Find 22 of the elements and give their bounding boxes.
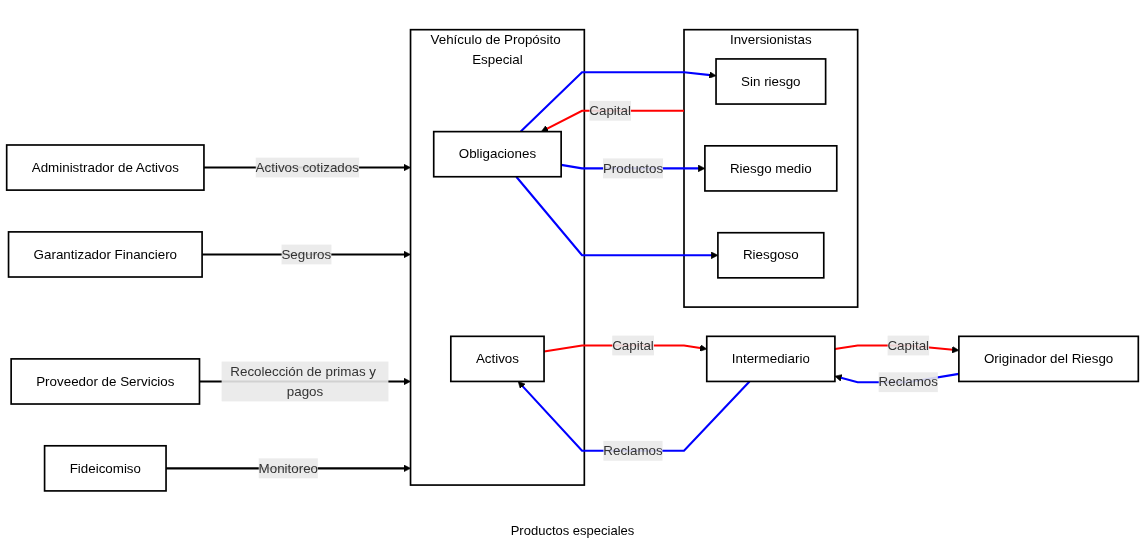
node-box: Sin riesgo xyxy=(715,58,827,106)
node-box: Fideicomiso xyxy=(43,445,167,492)
node-box: Originador del Riesgo xyxy=(958,335,1140,383)
node-box: Garantizador Financiero xyxy=(7,231,203,279)
edge-label: Recolección de primas y pagos xyxy=(230,364,376,399)
node-box: Proveedor de Servicios xyxy=(10,358,201,406)
node-box: Activos xyxy=(450,335,545,383)
edge-label: Reclamos xyxy=(603,443,663,458)
node-box: Intermediario xyxy=(705,335,836,383)
node-box: Riesgoso xyxy=(717,232,825,279)
node-box: Administrador de Activos xyxy=(5,144,205,192)
edge-label: Activos cotizados xyxy=(255,160,359,175)
edge-label: Monitoreo xyxy=(258,461,319,476)
node-box: Obligaciones xyxy=(432,131,562,178)
edge-label: Capital xyxy=(612,338,654,353)
edge-label: Capital xyxy=(589,103,631,118)
edge-label: Reclamos xyxy=(878,374,938,390)
edge-label: Seguros xyxy=(281,247,332,262)
node-box: Riesgo medio xyxy=(704,145,838,192)
note-text: Productos especiales xyxy=(510,523,635,538)
edge-label: Productos xyxy=(602,161,664,176)
edge-label: Capital xyxy=(887,338,930,353)
